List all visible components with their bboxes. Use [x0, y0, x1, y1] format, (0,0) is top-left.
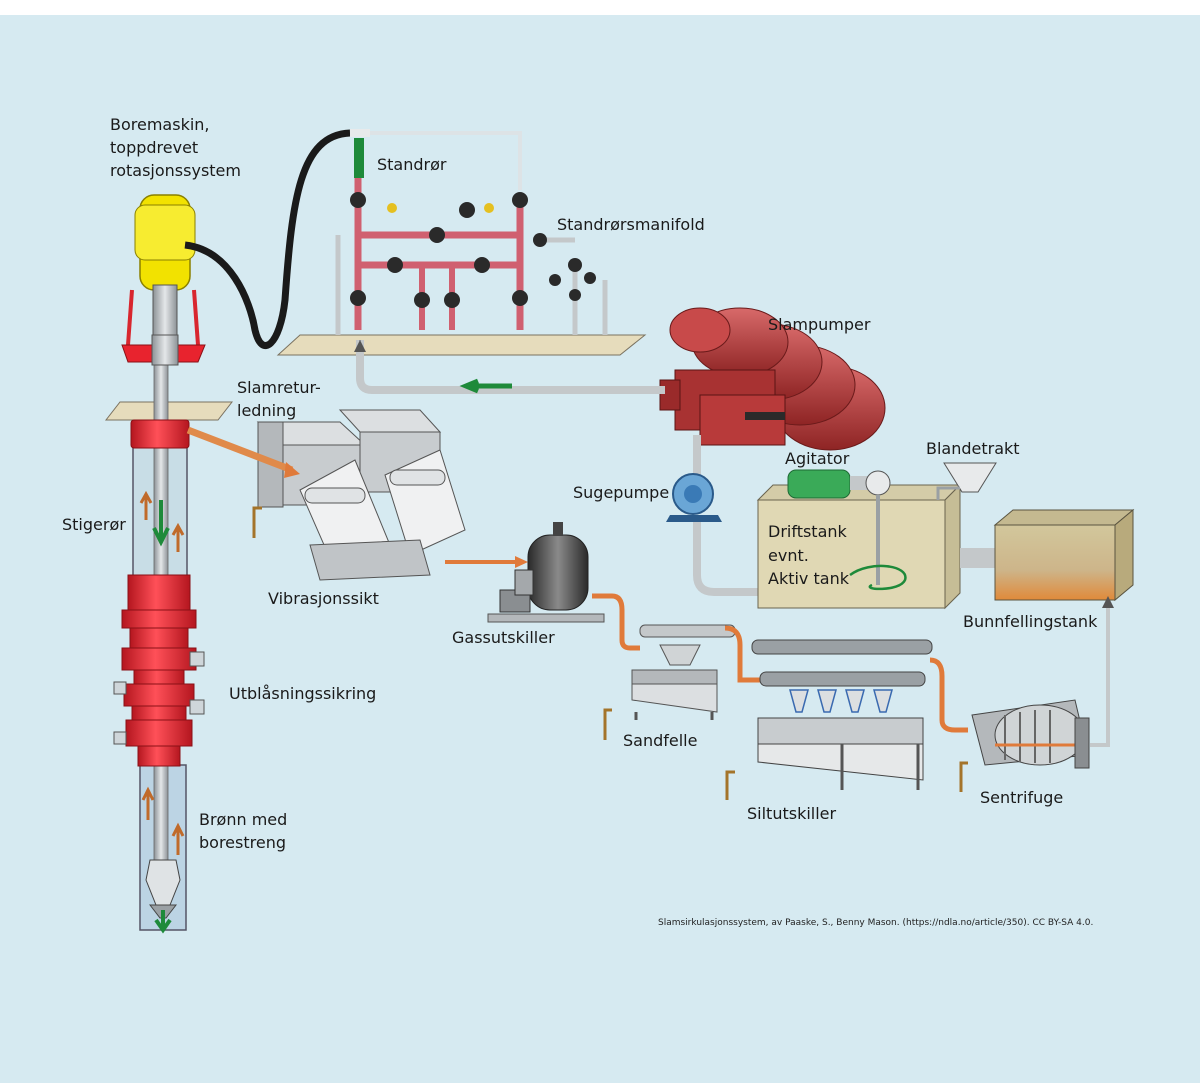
label-boremaskin-2: toppdrevet — [110, 138, 199, 157]
manifold-platform — [276, 334, 647, 356]
label-sugepumpe: Sugepumpe — [573, 483, 670, 502]
label-gassutskiller: Gassutskiller — [452, 628, 555, 647]
label-siltutskiller: Siltutskiller — [747, 804, 837, 823]
kelly-hose — [184, 129, 351, 349]
label-sentrifuge: Sentrifuge — [980, 788, 1064, 807]
label-bronn-2: borestreng — [199, 833, 286, 852]
settling-tank — [993, 508, 1135, 602]
desander — [631, 624, 736, 720]
label-blandetrakt: Blandetrakt — [926, 439, 1020, 458]
label-bunnfellingstank: Bunnfellingstank — [963, 612, 1098, 631]
pump-discharge-line — [356, 340, 665, 394]
riser-flange — [130, 419, 190, 449]
label-slamretur-2: ledning — [237, 401, 297, 420]
bop-stack — [113, 574, 205, 767]
drill-floor — [104, 401, 234, 421]
solids-discharge-markers — [252, 506, 968, 800]
label-driftstank-3: Aktiv tank — [768, 569, 849, 588]
label-slampumper: Slampumper — [768, 315, 871, 334]
degasser-to-sandtrap — [592, 593, 640, 651]
discharge-flow-arrow — [459, 378, 512, 394]
label-bronn-1: Brønn med — [199, 810, 288, 829]
standpipe-manifold — [276, 129, 647, 356]
label-driftstank-1: Driftstank — [768, 522, 847, 541]
label-standrorsmanifold: Standrørsmanifold — [557, 215, 705, 234]
label-stigeror: Stigerør — [62, 515, 126, 534]
label-standror: Standrør — [377, 155, 447, 174]
mud-return-line — [186, 426, 294, 474]
top-margin — [0, 0, 1200, 15]
desilter — [751, 639, 933, 790]
active-tank — [756, 462, 997, 610]
label-vibrasjonssikt: Vibrasjonssikt — [268, 589, 379, 608]
desander-to-desilter — [724, 625, 760, 683]
label-utblasningssikring: Utblåsningssikring — [229, 684, 377, 703]
label-sandfelle: Sandfelle — [623, 731, 698, 750]
riser-flow-arrows — [139, 490, 185, 934]
centrifuge — [971, 699, 1090, 769]
label-driftstank-2: evnt. — [768, 546, 809, 565]
mud-pumps — [659, 307, 886, 451]
label-boremaskin-1: Boremaskin, — [110, 115, 210, 134]
suction-pump — [666, 435, 760, 596]
label-boremaskin-3: rotasjonssystem — [110, 161, 241, 180]
desilter-to-centrifuge — [929, 657, 968, 733]
centrifuge-to-settling-tank — [1090, 605, 1110, 747]
degasser — [487, 522, 605, 623]
top-drive — [121, 194, 206, 366]
label-agitator: Agitator — [785, 449, 850, 468]
image-credit: Slamsirkulasjonssystem, av Paaske, S., B… — [658, 918, 1094, 928]
riser-and-well — [104, 299, 234, 934]
label-slamretur-1: Slamretur- — [237, 378, 321, 397]
